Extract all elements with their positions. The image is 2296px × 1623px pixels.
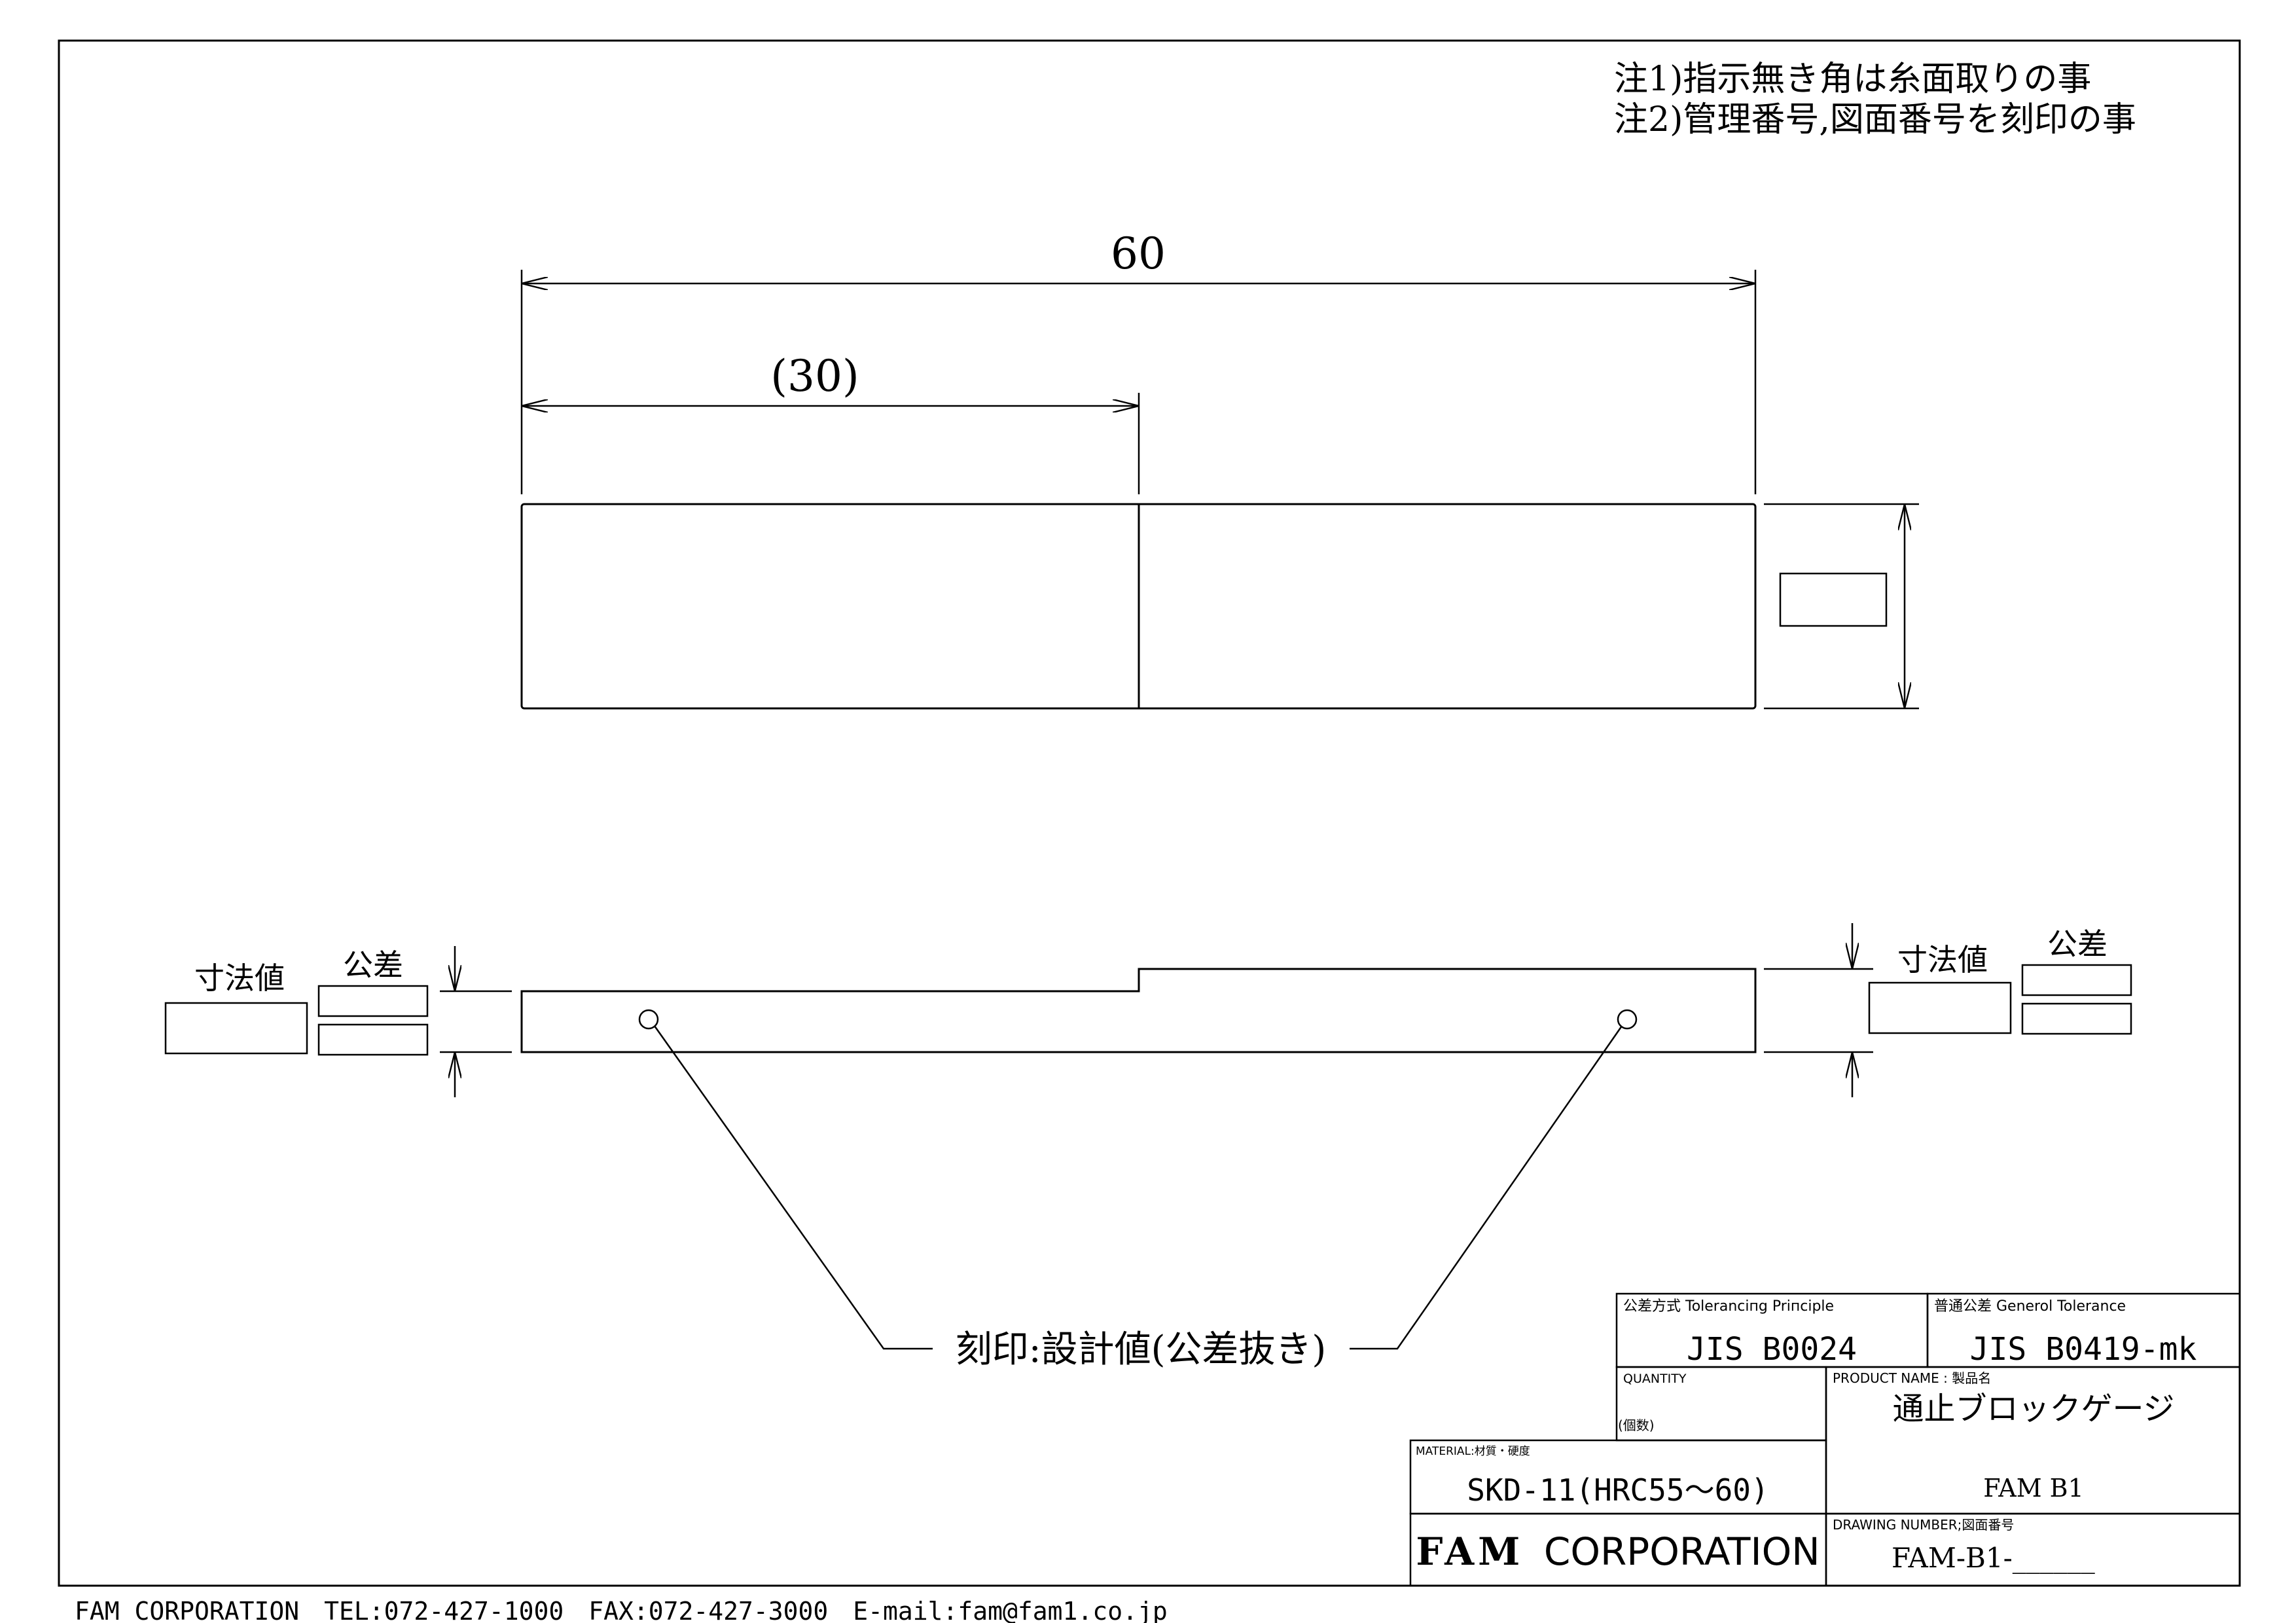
quantity-label: QUANTITY	[1623, 1372, 1687, 1386]
right-dimension-label: 寸法値	[1897, 942, 1988, 977]
note-2: 注2)管理番号,図面番号を刻印の事	[1614, 100, 2136, 139]
tolerancing-principle-value: JIS B0024	[1687, 1331, 1857, 1368]
company-name: FAM CORPORATION	[1416, 1529, 1820, 1574]
left-tolerance-upper-box[interactable]	[317, 985, 429, 1017]
drawing-number-label: DRAWING NUMBER;図面番号	[1833, 1517, 2014, 1533]
side-view: 刻印:設計値(公差抜き) 寸法値 公差 寸法値 公差	[164, 923, 2132, 1371]
right-tolerance-upper-box[interactable]	[2021, 964, 2132, 996]
general-tolerance-label: 普通公差 Generol Tolerance	[1934, 1298, 2126, 1315]
drawing-number-cell	[1825, 1512, 2241, 1587]
engraving-mark-right	[1617, 1009, 1638, 1030]
note-1: 注1)指示無き角は糸面取りの事	[1614, 60, 2091, 99]
product-name-value: 通止ブロックゲージ	[1892, 1391, 2174, 1427]
engraving-leader-right	[1350, 1025, 1623, 1350]
right-tolerance-lower-box[interactable]	[2021, 1002, 2132, 1035]
top-view: 60 (30)	[520, 228, 1919, 710]
left-tolerance-label: 公差	[343, 947, 403, 983]
left-dimension-value-box[interactable]	[164, 1002, 308, 1055]
quantity-sub-label: (個数)	[1618, 1417, 1655, 1433]
left-dimension-label: 寸法値	[194, 960, 285, 996]
footer-contact: FAM CORPORATION TEL:072-427-1000 FAX:072…	[75, 1597, 1168, 1623]
title-block: 公差方式 Toleranciпg Priпciple JIS B0024 普通公…	[1409, 1292, 2241, 1587]
engraving-leader-left	[653, 1025, 933, 1350]
company-name-rest: CORPORATION	[1544, 1529, 1820, 1574]
company-name-bold: FAM	[1416, 1529, 1524, 1574]
left-tolerance-lower-box[interactable]	[317, 1023, 429, 1056]
general-tolerance-value: JIS B0419-mk	[1970, 1331, 2197, 1368]
engraving-callout: 刻印:設計値(公差抜き)	[956, 1328, 1327, 1371]
drawing-frame	[58, 39, 2241, 1587]
engraving-mark-left	[638, 1009, 659, 1030]
height-value-box[interactable]	[1779, 572, 1888, 627]
tolerancing-principle-label: 公差方式 Toleranciпg Priпciple	[1623, 1298, 1834, 1315]
side-view-outline	[520, 968, 1757, 1053]
dimension-60: 60	[1111, 228, 1166, 279]
drawing-number-value[interactable]: FAM-B1-______	[1892, 1542, 2095, 1574]
product-name-label: PRODUCT NAME : 製品名	[1833, 1370, 1991, 1386]
right-tolerance-label: 公差	[2047, 926, 2108, 962]
product-code: FAM B1	[1983, 1474, 2084, 1503]
material-label: MATERIAL:材質・硬度	[1416, 1445, 1530, 1458]
dimension-30: (30)	[770, 351, 859, 401]
material-value: SKD-11(HRC55～60)	[1467, 1472, 1768, 1508]
right-dimension-value-box[interactable]	[1868, 981, 2012, 1034]
